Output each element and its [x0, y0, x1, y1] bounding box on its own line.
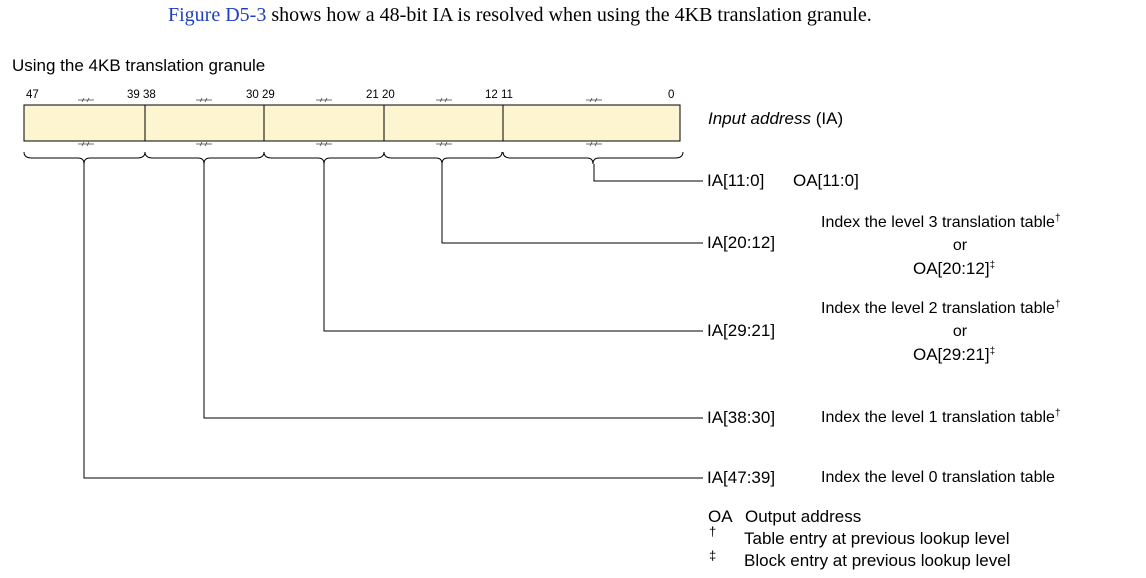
legend-key-dagger: †	[709, 524, 717, 539]
field-dividers	[144, 105, 504, 141]
legend-key-oa: OA	[708, 507, 733, 526]
bit-label-39-38: 39 38	[127, 89, 156, 101]
figure-intro: Figure D5-3 shows how a 48-bit IA is res…	[168, 4, 872, 27]
field-range-ia-20-12: IA[20:12]	[707, 233, 776, 252]
legend-text-oa: Output address	[745, 507, 862, 526]
field-desc-level0: Index the level 0 translation table	[821, 469, 1055, 486]
bit-label-47: 47	[26, 89, 39, 101]
bit-label-30-29: 30 29	[246, 89, 275, 101]
bit-label-12-11: 12 11	[485, 89, 513, 101]
register-box	[23, 104, 681, 142]
legend-key-double-dagger: ‡	[709, 548, 717, 563]
field-range-ia-11-0: IA[11:0]	[707, 171, 765, 190]
dagger-mark: †	[1054, 299, 1061, 310]
field-desc-level1: Index the level 1 translation table†	[821, 408, 1061, 427]
dagger-mark: †	[1054, 213, 1061, 224]
field-desc-oa-20-12: OA[20:12]‡	[913, 259, 996, 278]
break-marks	[78, 97, 602, 147]
bit-label-21-20: 21 20	[366, 89, 395, 101]
bit-label-0: 0	[668, 89, 675, 101]
intro-text: shows how a 48-bit IA is resolved when u…	[266, 4, 872, 26]
field-or-level3: or	[952, 237, 968, 254]
field-range-ia-47-39: IA[47:39]	[707, 468, 776, 487]
field-range-ia-29-21: IA[29:21]	[707, 321, 776, 340]
legend-text-double-dagger: Block entry at previous lookup level	[744, 551, 1011, 570]
field-or-level2: or	[952, 323, 968, 340]
field-range-ia-38-30: IA[38:30]	[707, 408, 776, 427]
field-desc-oa-11-0: OA[11:0]	[793, 171, 859, 190]
field-braces	[23, 151, 684, 165]
connector-lines	[83, 164, 703, 479]
field-desc-level2: Index the level 2 translation table†	[821, 299, 1061, 318]
figure-reference-link[interactable]: Figure D5-3	[168, 4, 267, 26]
input-address-label: Input address (IA)	[708, 109, 844, 128]
double-dagger-mark: ‡	[989, 260, 996, 271]
diagram-heading: Using the 4KB translation granule	[12, 56, 266, 75]
field-desc-oa-29-21: OA[29:21]‡	[913, 345, 996, 364]
legend-text-dagger: Table entry at previous lookup level	[744, 529, 1010, 548]
double-dagger-mark: ‡	[989, 346, 996, 357]
dagger-mark: †	[1054, 408, 1061, 419]
field-desc-level3: Index the level 3 translation table†	[821, 213, 1061, 232]
